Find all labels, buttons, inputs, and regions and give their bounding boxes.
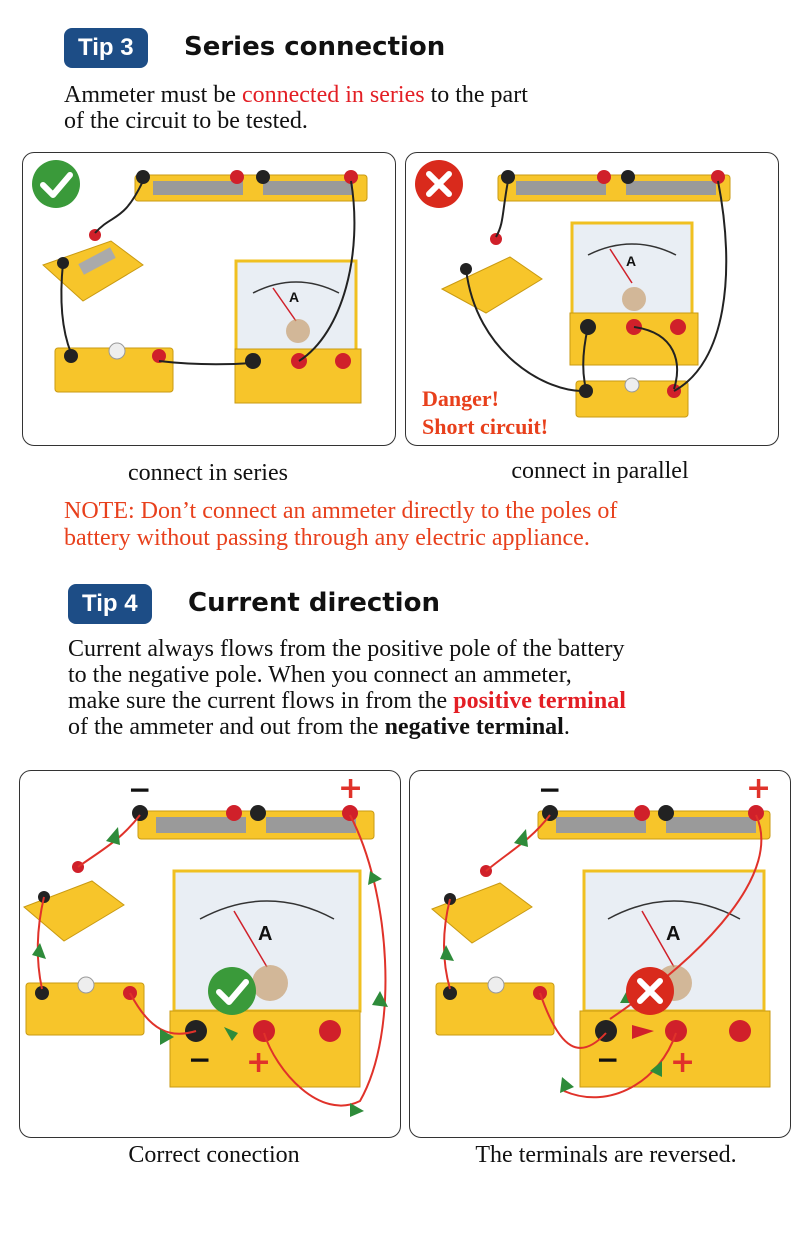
correct-diagram [23, 805, 388, 1117]
correct-minus-top: − [128, 773, 152, 806]
parallel-caption: connect in parallel [511, 458, 689, 484]
tip4-title: Current direction [188, 588, 440, 618]
correct-plus-top: + [338, 771, 364, 806]
reversed-plus-top: + [746, 771, 772, 806]
danger-label: Danger! Short circuit! [422, 385, 548, 441]
tip3-text-red: connected in series [241, 82, 425, 108]
correct-minus-bottom: − [188, 1043, 212, 1076]
tip4-line4-bold: negative terminal [384, 714, 564, 740]
check-icon [208, 967, 256, 1015]
cross-icon [626, 967, 674, 1015]
tip4-line4-b: . [563, 714, 570, 740]
tip4-paragraph: Current always flows from the positive p… [68, 636, 626, 740]
reversed-plus-bottom: + [670, 1045, 696, 1080]
series-meter-letter: A [289, 289, 300, 305]
note-line2: battery without passing through any elec… [64, 525, 590, 551]
reversed-caption: The terminals are reversed. [475, 1142, 737, 1168]
reversed-diagram-panel: A − + − + [409, 770, 791, 1138]
reversed-minus-top: − [538, 773, 562, 806]
parallel-diagram-panel: A Danger! Short circuit! [405, 152, 779, 446]
tip3-text-a: Ammeter must be [64, 82, 242, 108]
danger-line1: Danger! [422, 386, 499, 411]
cross-icon [415, 160, 463, 208]
tip3-text-b: to the part [424, 82, 528, 108]
correct-caption: Correct conection [128, 1142, 300, 1168]
parallel-meter-letter: A [626, 253, 637, 269]
correct-meter-letter: A [258, 923, 273, 945]
check-icon [32, 160, 80, 208]
tip3-title: Series connection [184, 32, 446, 62]
tip3-paragraph: Ammeter must be connected in series to t… [64, 82, 528, 134]
tip3-note: NOTE: Don’t connect an ammeter directly … [64, 498, 617, 552]
danger-line2: Short circuit! [422, 414, 549, 439]
correct-plus-bottom: + [246, 1045, 272, 1080]
correct-diagram-panel: A − + − + [19, 770, 401, 1138]
tip3-text-line2: of the circuit to be tested. [64, 108, 308, 134]
tip4-line3-red: positive terminal [453, 688, 626, 714]
tip4-line2: to the negative pole. When you connect a… [68, 662, 572, 688]
tip4-line3-a: make sure the current flows in from the [68, 688, 454, 714]
series-diagram [32, 160, 368, 404]
tip4-line1: Current always flows from the positive p… [68, 636, 625, 662]
note-line1: NOTE: Don’t connect an ammeter directly … [64, 498, 618, 524]
tip4-line4-a: of the ammeter and out from the [68, 714, 385, 740]
tip3-badge: Tip 3 [64, 28, 148, 68]
reversed-diagram [431, 805, 771, 1099]
reversed-meter-letter: A [666, 923, 681, 945]
parallel-diagram [415, 160, 731, 418]
tip4-badge: Tip 4 [68, 584, 152, 624]
series-caption: connect in series [128, 460, 288, 486]
reversed-minus-bottom: − [596, 1043, 620, 1076]
series-diagram-panel: A [22, 152, 396, 446]
